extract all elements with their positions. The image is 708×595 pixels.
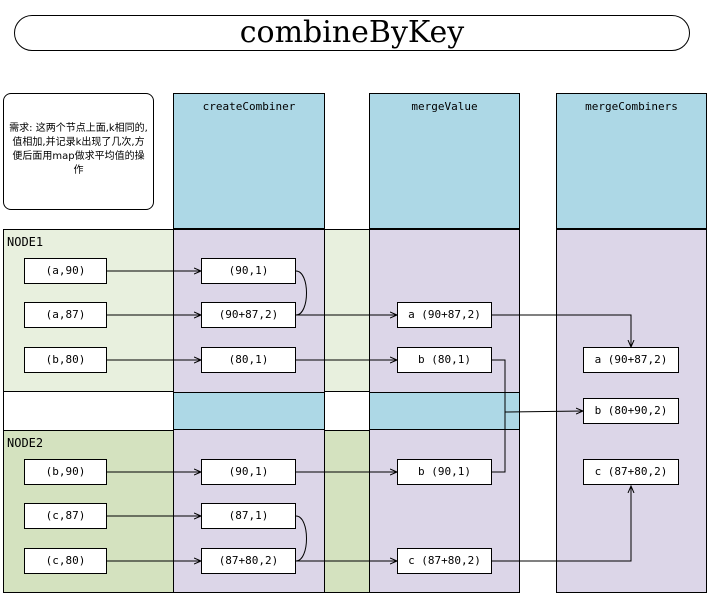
create-combiner-gap — [173, 392, 325, 430]
merge-value-box: b (80,1) — [397, 347, 492, 373]
combiner-box: (90,1) — [201, 459, 296, 485]
node1-label: NODE1 — [7, 235, 44, 249]
input-box: (c,87) — [24, 503, 107, 529]
diagram-title: combineByKey — [14, 15, 690, 51]
input-box: (c,80) — [24, 548, 107, 574]
curve-a-combine — [295, 270, 307, 316]
requirement-note: 需求: 这两个节点上面,k相同的,值相加,并记录k出现了几次,方便后面用map做… — [3, 93, 154, 210]
input-box: (a,90) — [24, 258, 107, 284]
column-header-merge-combiners: mergeCombiners — [556, 93, 707, 229]
result-box: a (90+87,2) — [583, 347, 679, 373]
combiner-box: (80,1) — [201, 347, 296, 373]
result-box: c (87+80,2) — [583, 459, 679, 485]
merge-value-box: a (90+87,2) — [397, 302, 492, 328]
merge-value-box: b (90,1) — [397, 459, 492, 485]
curve-c-combine — [295, 515, 307, 562]
node2-label: NODE2 — [7, 436, 44, 450]
combiner-box: (90,1) — [201, 258, 296, 284]
input-box: (b,80) — [24, 347, 107, 373]
input-box: (a,87) — [24, 302, 107, 328]
connector-b-join — [492, 359, 506, 473]
merge-value-box: c (87+80,2) — [397, 548, 492, 574]
combiner-box: (87+80,2) — [201, 548, 296, 574]
column-header-create-combiner: createCombiner — [173, 93, 325, 229]
arrow-a-to-result — [492, 314, 631, 347]
arrow-b-to-result — [504, 411, 583, 412]
arrow-c-to-result — [492, 486, 631, 562]
merge-value-gap — [369, 392, 520, 430]
combiner-box: (87,1) — [201, 503, 296, 529]
combiner-box: (90+87,2) — [201, 302, 296, 328]
column-header-merge-value: mergeValue — [369, 93, 520, 229]
result-box: b (80+90,2) — [583, 398, 679, 424]
input-box: (b,90) — [24, 459, 107, 485]
